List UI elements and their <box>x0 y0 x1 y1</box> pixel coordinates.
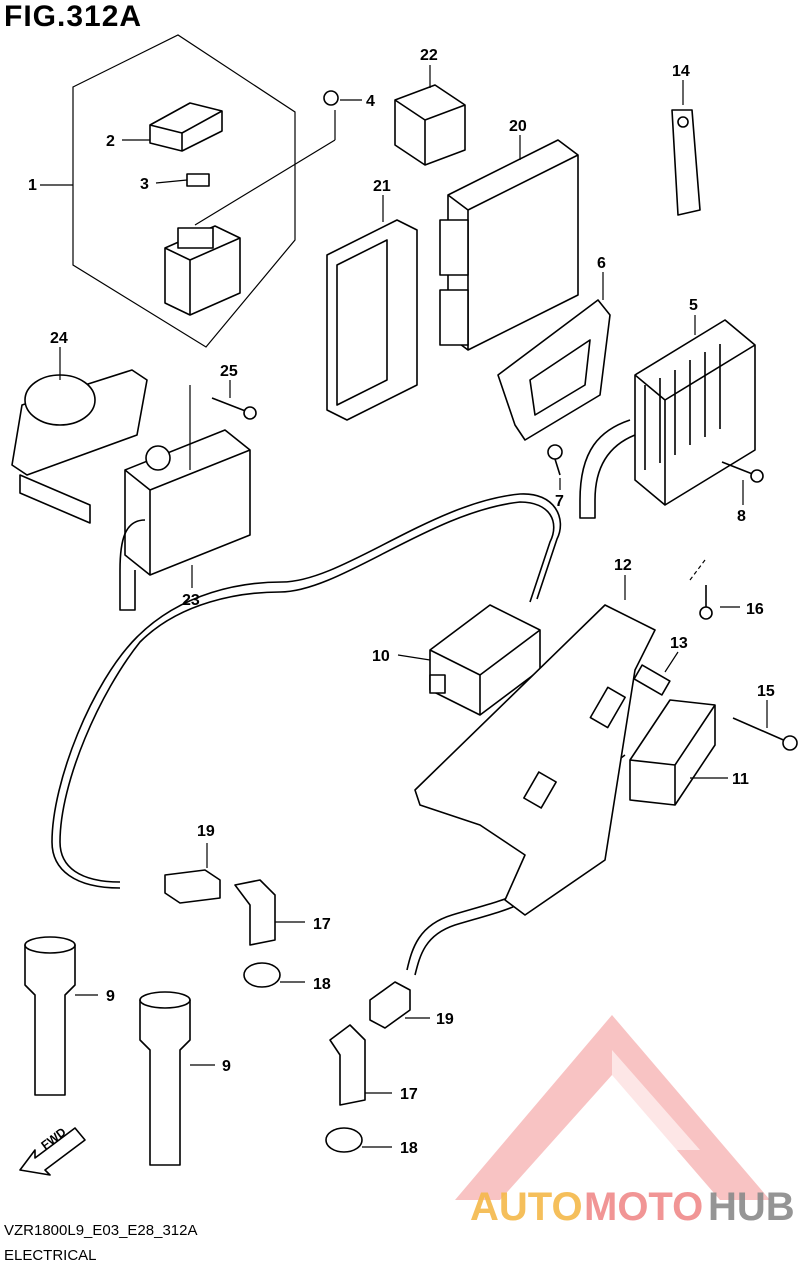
callout-24: 24 <box>50 330 68 347</box>
part-17-plug-cap-upper <box>234 879 305 946</box>
callout-9-left: 9 <box>106 988 115 1005</box>
callout-19-lower: 19 <box>436 1011 454 1028</box>
callout-7: 7 <box>555 493 564 510</box>
callout-20: 20 <box>509 118 527 135</box>
watermark-moto: MOTO <box>584 1185 703 1229</box>
callout-17-lower: 17 <box>400 1086 418 1103</box>
part-25-bolt <box>211 380 257 420</box>
callout-5: 5 <box>689 297 698 314</box>
part-16-bolt <box>689 559 740 620</box>
callout-9-right: 9 <box>222 1058 231 1075</box>
part-20-ecu <box>439 135 579 351</box>
part-19-cap-lower <box>369 981 430 1029</box>
callout-15: 15 <box>757 683 775 700</box>
callout-18-lower: 18 <box>400 1140 418 1157</box>
callout-3: 3 <box>140 176 149 193</box>
part-23-module <box>119 385 251 611</box>
part-17-plug-cap-lower <box>329 1024 392 1106</box>
callout-22: 22 <box>420 47 438 64</box>
callout-4: 4 <box>366 93 375 110</box>
part-12-coil-bracket <box>414 575 656 916</box>
callout-13: 13 <box>670 635 688 652</box>
callout-1: 1 <box>28 177 37 194</box>
callout-17-upper: 17 <box>313 916 331 933</box>
figure-title: FIG.312A <box>4 0 143 33</box>
part-24-bracket <box>11 347 148 524</box>
callout-19-upper: 19 <box>197 823 215 840</box>
part-15-bolt <box>732 700 798 751</box>
part-6-bracket <box>497 272 611 441</box>
part-21-holder <box>326 195 418 421</box>
fwd-arrow-icon <box>19 1127 86 1176</box>
part-18-ring-lower <box>325 1127 392 1153</box>
part-9-stick-coil-right <box>139 991 215 1166</box>
part-5-regulator <box>579 315 756 519</box>
part-8-bolt <box>721 461 764 505</box>
watermark-hub: HUB <box>708 1185 795 1229</box>
part-4-screw <box>323 90 362 106</box>
callout-14: 14 <box>672 63 690 80</box>
callout-25: 25 <box>220 363 238 380</box>
callout-23: 23 <box>182 592 200 609</box>
part-13-spacer <box>633 651 679 696</box>
callout-18-upper: 18 <box>313 976 331 993</box>
callout-10: 10 <box>372 648 390 665</box>
section-name: ELECTRICAL <box>4 1247 97 1264</box>
watermark-logo <box>455 1015 770 1200</box>
callout-12: 12 <box>614 557 632 574</box>
part-14-strap <box>671 80 701 216</box>
part-7-bolt <box>547 444 563 490</box>
part-19-cap-upper <box>164 843 221 904</box>
part-1-relay-assembly <box>40 34 336 348</box>
part-11-ignition-coil <box>629 699 728 806</box>
figure-code: VZR1800L9_E03_E28_312A <box>4 1222 198 1239</box>
callout-2: 2 <box>106 133 115 150</box>
callout-8: 8 <box>737 508 746 525</box>
callout-16: 16 <box>746 601 764 618</box>
callout-6: 6 <box>597 255 606 272</box>
part-22-connector <box>394 65 466 166</box>
watermark-auto: AUTO <box>470 1185 583 1229</box>
part-18-ring-upper <box>243 962 305 988</box>
callout-11: 11 <box>732 771 749 788</box>
part-9-stick-coil-left <box>24 936 98 1096</box>
callout-21: 21 <box>373 178 391 195</box>
